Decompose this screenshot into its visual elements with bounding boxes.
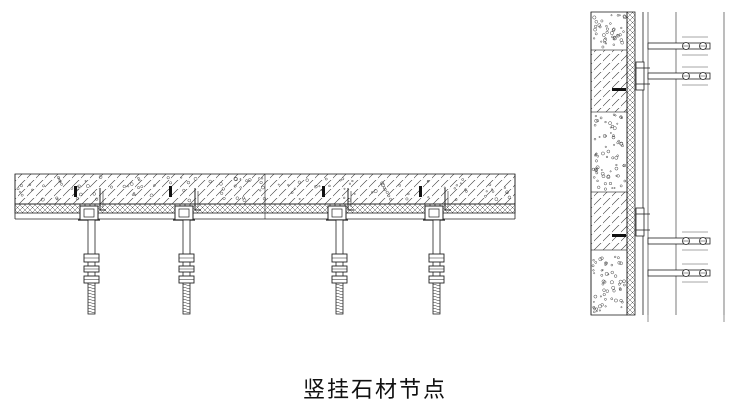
anchor-bolt-assembly (169, 186, 201, 315)
section-anchor (612, 207, 650, 237)
slab-lower (590, 191, 628, 251)
drawing-caption: 竖挂石材节点 (302, 378, 447, 403)
section-bracket (647, 66, 711, 86)
section-bracket (647, 263, 711, 283)
section-anchor (612, 61, 650, 91)
anchor-bolt-assembly (322, 186, 354, 315)
slab-upper (590, 49, 628, 113)
concrete-aggregate (16, 175, 512, 203)
section-bracket (647, 231, 711, 251)
section-aggregate (591, 14, 627, 314)
plan-view (14, 173, 516, 315)
anchor-bolt-assembly (419, 186, 451, 315)
anchor-bolt-assembly (74, 186, 106, 315)
backing-strip (626, 11, 636, 316)
section-bracket (647, 36, 711, 56)
section-view (590, 11, 725, 322)
